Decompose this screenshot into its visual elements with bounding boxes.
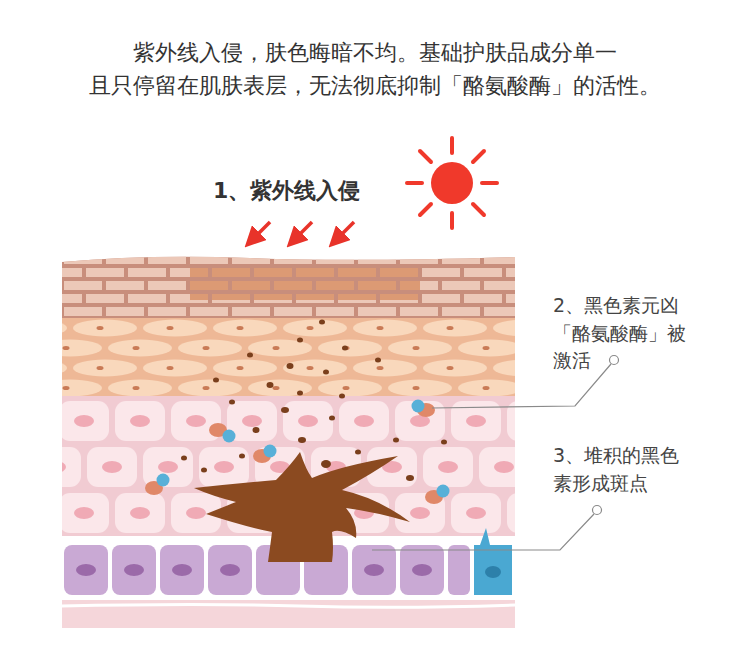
- melanocyte: [194, 452, 410, 562]
- callout-label: 2、黑色素元凶 「酪氨酸酶」被 激活: [553, 292, 694, 375]
- heading-text: 紫外线入侵，肤色晦暗不均。基础护肤品成分单一 且只停留在肌肤表层，无法彻底抑制「…: [45, 36, 705, 102]
- uv-arrows: [252, 222, 354, 240]
- melanin-dots: [181, 320, 447, 482]
- sun-icon: [407, 138, 497, 228]
- callout-label: 1、紫外线入侵: [213, 177, 360, 206]
- callout-label: 3、堆积的黑色 素形成斑点: [553, 442, 694, 497]
- enzyme-pairs: [145, 400, 450, 505]
